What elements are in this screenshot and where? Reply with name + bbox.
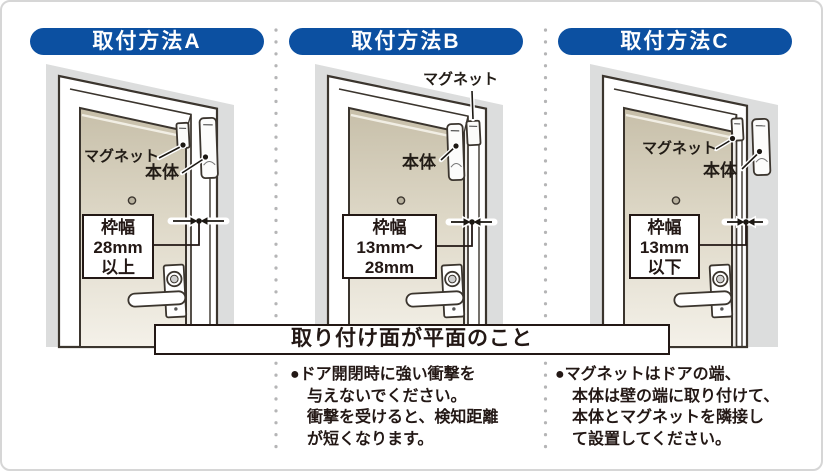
frame-width-b-line3: 28mm (364, 258, 415, 277)
magnet-label-b: マグネット (423, 71, 499, 88)
door-illustration-a (46, 64, 234, 349)
frame-width-box-a: 枠幅 28mm 以上 (82, 214, 154, 279)
door-illustration-c (590, 64, 778, 349)
frame-width-c-line3: 以下 (647, 258, 682, 277)
frame-width-box-c: 枠幅 13mm 以下 (629, 214, 700, 279)
note-line: て設置してください。 (572, 430, 732, 448)
frame-width-a-line1: 枠幅 (101, 218, 135, 237)
body-label-c: 本体 (703, 161, 737, 180)
frame-width-b-line1: 枠幅 (372, 218, 407, 237)
panel-a-title: 取付方法A (30, 28, 264, 55)
frame-width-c-line1: 枠幅 (647, 218, 682, 237)
note-line: 本体は壁の端に取り付けて、 (572, 387, 780, 405)
note-line: ●マグネットはドアの端、 (555, 366, 741, 383)
door-illustration-b (315, 64, 503, 349)
panel-separators (274, 28, 548, 456)
frame-width-a-line3: 以上 (101, 258, 135, 277)
flat-surface-note: 取り付け面が平面のこと (154, 324, 670, 355)
note-line: が短くなります。 (307, 430, 434, 448)
panel-c-title: 取付方法C (558, 28, 792, 55)
frame-width-c-line2: 13mm (639, 238, 690, 257)
note-line: 本体とマグネットを隣接し (572, 409, 765, 426)
note-line: 与えないでください。 (307, 387, 467, 405)
magnet-label-a: マグネット (83, 148, 159, 165)
body-label-a: 本体 (145, 163, 179, 182)
frame-width-a-line2: 28mm (93, 238, 143, 257)
frame-width-b-line2: 13mm〜 (356, 238, 423, 257)
shock-warning-note: ●ドア開閉時に強い衝撃を 与えないでください。 衝撃を受けると、検知距離 が短く… (290, 364, 540, 450)
panel-b-title: 取付方法B (289, 28, 523, 55)
note-line: ●ドア開閉時に強い衝撃を (290, 366, 476, 383)
body-label-b: 本体 (402, 153, 436, 172)
placement-note: ●マグネットはドアの端、 本体は壁の端に取り付けて、 本体とマグネットを隣接し … (555, 364, 817, 450)
note-line: 衝撃を受けると、検知距離 (307, 409, 499, 426)
frame-width-box-b: 枠幅 13mm〜 28mm (342, 214, 437, 279)
magnet-label-c: マグネット (642, 140, 718, 157)
